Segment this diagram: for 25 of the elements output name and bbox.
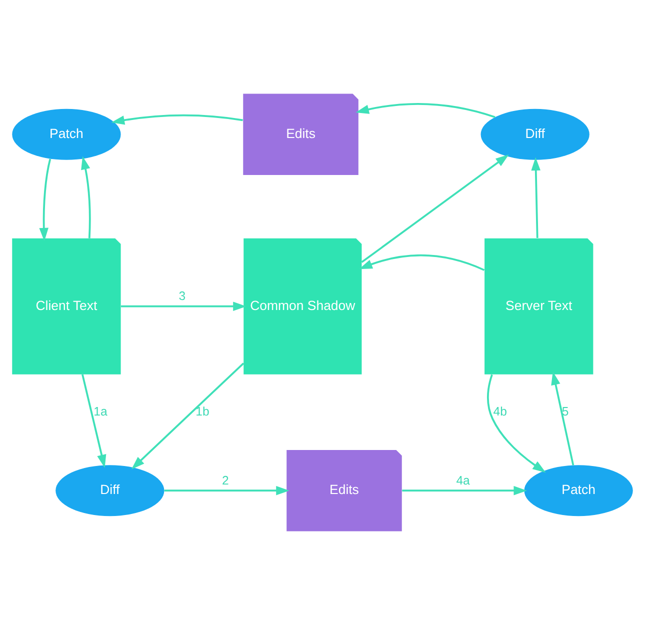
edge-label: 5 [562, 404, 569, 418]
arrow [81, 156, 91, 238]
edge-label: 4a [456, 473, 470, 488]
arrow [402, 486, 527, 496]
arrow [39, 158, 52, 242]
edge-label: 4b [493, 404, 507, 418]
arrow [487, 374, 546, 473]
node-ellipse: Patch [524, 465, 633, 516]
arrow [531, 157, 540, 238]
arrow [551, 372, 574, 466]
arrow [359, 254, 485, 271]
arrow [361, 154, 509, 263]
arrow [111, 114, 243, 125]
arrow [120, 302, 246, 311]
edge-label: 1a [94, 404, 108, 418]
node-ellipse: Diff [480, 108, 590, 160]
edge-label: 2 [222, 473, 229, 488]
node-ellipse: Patch [12, 108, 121, 160]
edge-label: 3 [178, 289, 186, 304]
arrow [164, 486, 290, 496]
node-ellipse: Diff [56, 465, 164, 516]
arrow [131, 362, 244, 470]
edge-label: 1b [196, 404, 210, 418]
arrow [356, 103, 496, 118]
arrow [82, 374, 106, 468]
